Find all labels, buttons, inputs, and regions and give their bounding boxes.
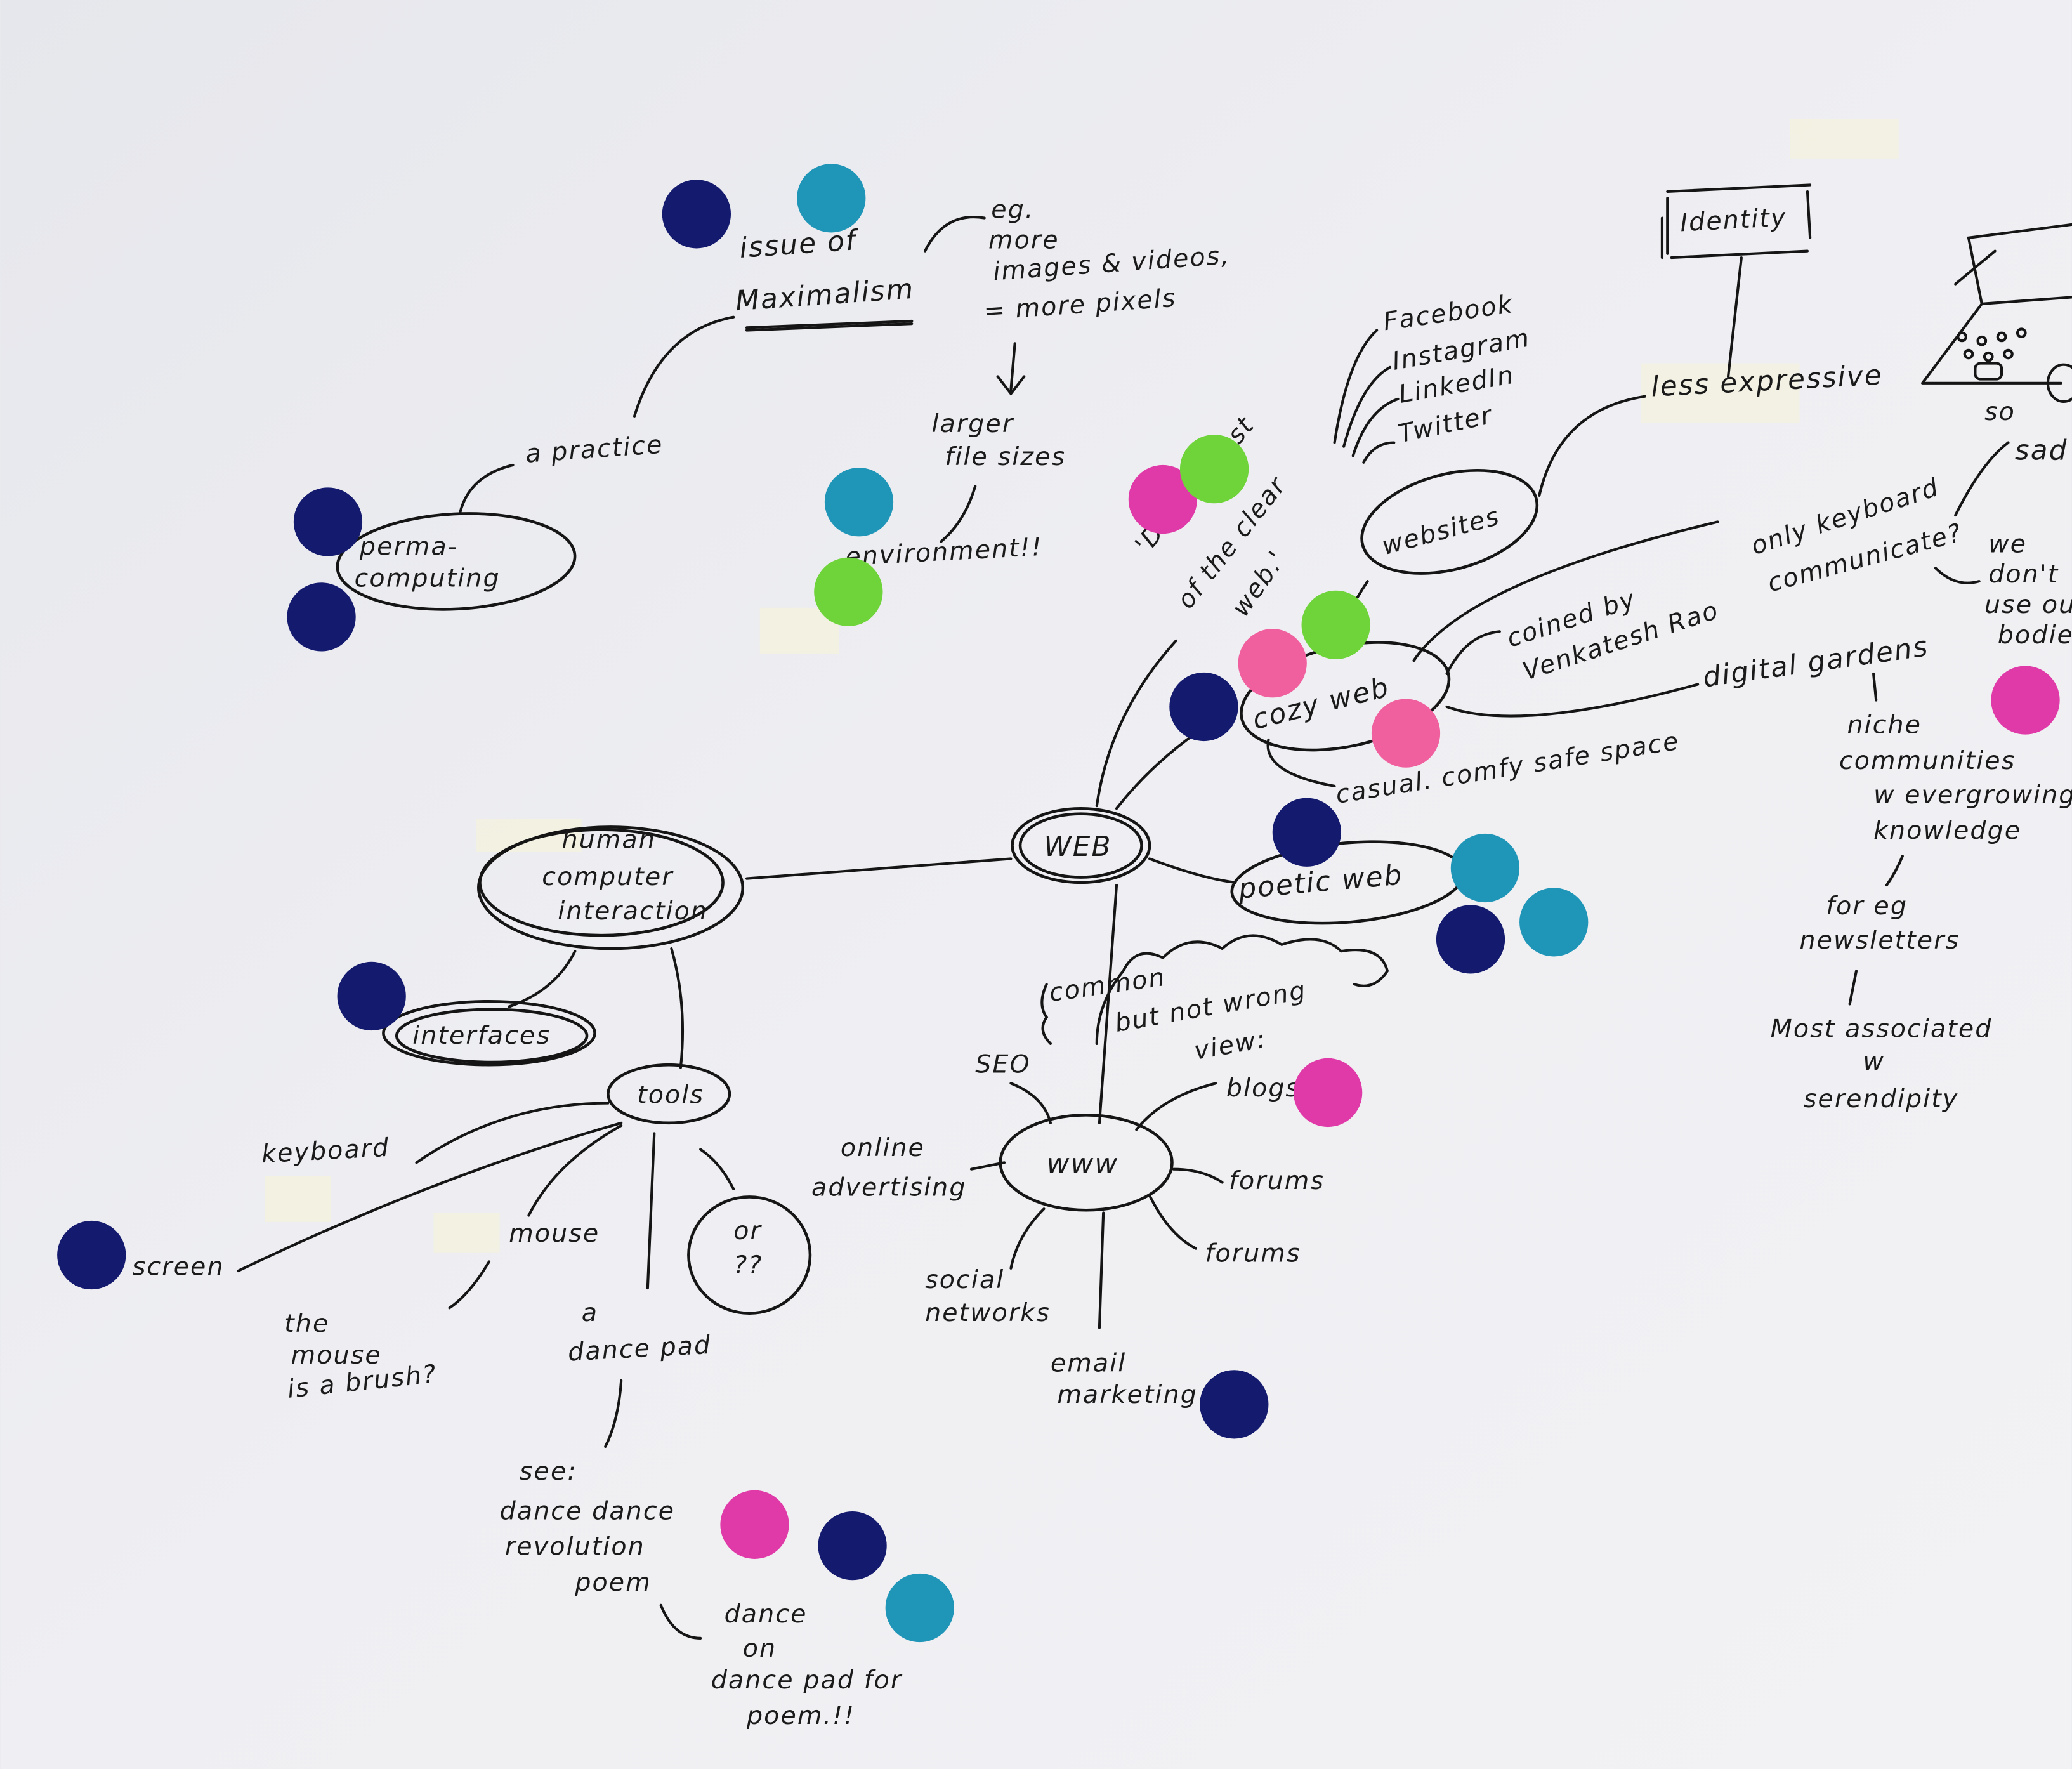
web-label: WEB: [1044, 831, 1111, 863]
bodies-note-4: bodies: [1998, 621, 2072, 650]
email-marketing-label-2: marketing: [1057, 1380, 1198, 1409]
forums-label-1: forums: [1229, 1166, 1325, 1195]
so-sad-label-1: so: [1984, 397, 2016, 426]
social-networks-label-1: social: [925, 1265, 1004, 1294]
sticker-dots: [57, 164, 2060, 1643]
see-ddr-label-2: dance dance: [500, 1496, 675, 1525]
see-ddr-label-4: poem: [574, 1568, 651, 1597]
mouse-brush-label-1: the: [284, 1309, 329, 1338]
dance-pad-label-1: a: [582, 1298, 598, 1327]
hci-label-1: human: [562, 825, 656, 855]
niche-label-3: w evergrowing: [1873, 780, 2072, 810]
see-ddr-label-3: revolution: [505, 1532, 645, 1562]
teal-dot: [1519, 888, 1589, 957]
forums-label-2: forums: [1205, 1239, 1301, 1268]
dance-on-label-3: dance pad for: [711, 1666, 903, 1695]
magenta-dot: [720, 1490, 789, 1559]
node-outlines: [336, 183, 1812, 1315]
niche-label-2: communities: [1839, 746, 2016, 775]
file-sizes-label-2: file sizes: [945, 442, 1066, 471]
laptop-sketch: [1921, 223, 2072, 404]
magenta-dot: [1294, 1058, 1363, 1128]
example-label-2: more: [988, 225, 1059, 254]
teal-dot: [824, 468, 894, 537]
mouse-brush-label-2: mouse: [291, 1341, 382, 1370]
identity-label: Identity: [1679, 203, 1787, 238]
serendipity-label-1: Most associated: [1771, 1014, 1993, 1043]
example-label-1: eg.: [991, 195, 1034, 225]
navy-dot: [1272, 798, 1341, 867]
pink-dot: [1371, 699, 1441, 768]
navy-dot: [662, 180, 731, 249]
niche-label-4: knowledge: [1873, 816, 2021, 845]
screen-label: screen: [133, 1252, 225, 1281]
mouse-label: mouse: [509, 1219, 600, 1248]
navy-dot: [287, 582, 356, 652]
www-label: www: [1047, 1148, 1119, 1180]
or-label: or: [733, 1216, 762, 1246]
navy-dot: [1200, 1370, 1269, 1439]
green-dot: [1179, 435, 1249, 504]
magenta-dot: [1991, 666, 2060, 735]
hci-label-3: interaction: [558, 897, 708, 926]
navy-dot: [1436, 905, 1505, 974]
navy-dot: [293, 487, 363, 556]
navy-dot: [818, 1511, 887, 1581]
newsletters-label-1: for eg: [1826, 891, 1908, 921]
dance-on-label-4: poem.!!: [746, 1701, 855, 1730]
green-dot: [814, 557, 883, 626]
connector-lines: [237, 216, 2010, 1640]
navy-dot: [1169, 672, 1238, 742]
bodies-note-2: don't: [1988, 560, 2059, 589]
so-sad-label-2: sad: [2015, 435, 2068, 467]
file-sizes-label-1: larger: [932, 409, 1014, 438]
question-label: ??: [733, 1251, 763, 1280]
dance-on-label-2: on: [743, 1634, 777, 1663]
keyboard-label: keyboard: [261, 1133, 390, 1169]
pink-dot: [1238, 629, 1307, 698]
niche-label-1: niche: [1847, 711, 1922, 740]
teal-dot: [1450, 833, 1520, 903]
serendipity-label-2: w: [1863, 1048, 1884, 1077]
dance-on-label-1: dance: [725, 1600, 808, 1629]
seo-label: SEO: [975, 1050, 1030, 1079]
navy-dot: [57, 1220, 126, 1290]
social-networks-label-2: networks: [925, 1298, 1051, 1327]
magenta-dot: [1128, 464, 1198, 534]
teal-dot: [797, 164, 866, 233]
navy-dot: [337, 961, 406, 1031]
bodies-note-1: we: [1988, 529, 2027, 558]
green-dot: [1301, 590, 1370, 659]
email-marketing-label-1: email: [1051, 1348, 1126, 1378]
permacomputing-label-2: computing: [355, 563, 501, 593]
advertising-label-1: online: [841, 1133, 925, 1162]
newsletters-label-2: newsletters: [1799, 926, 1960, 955]
serendipity-label-3: serendipity: [1804, 1084, 1959, 1114]
hci-label-2: computer: [542, 862, 674, 891]
see-ddr-label-1: see:: [520, 1457, 577, 1486]
permacomputing-label-1: perma-: [359, 532, 458, 562]
teal-dot: [885, 1573, 954, 1643]
advertising-label-2: advertising: [811, 1173, 967, 1202]
bodies-note-3: use our: [1984, 590, 2072, 619]
tools-label: tools: [637, 1081, 704, 1110]
interfaces-label: interfaces: [412, 1021, 551, 1050]
blogs-label: blogs: [1226, 1074, 1300, 1103]
